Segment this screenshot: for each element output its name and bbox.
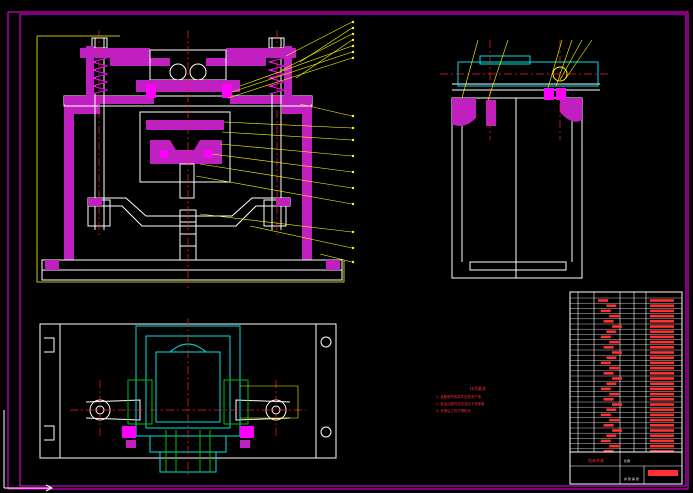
- bom-cell-mark: [650, 330, 674, 333]
- bom-cell-mark: [650, 424, 674, 427]
- bom-cell-mark: [612, 351, 622, 354]
- bom-cell-mark: [603, 398, 614, 401]
- bom-cell-mark: [598, 299, 608, 302]
- bom-cell-mark: [612, 429, 622, 432]
- parts-list-table[interactable]: [569, 291, 683, 485]
- side-view[interactable]: [440, 39, 610, 279]
- bom-cell-mark: [612, 403, 622, 406]
- technical-notes: 技术要求 1. 装配前所有零件应清洗干净 2. 各运动部件应灵活无卡滞现象 3.…: [436, 385, 486, 413]
- bom-cell-mark: [609, 392, 620, 396]
- bom-cell-mark: [650, 309, 674, 313]
- bom-cell-mark: [609, 444, 620, 448]
- bom-cell-mark: [650, 351, 674, 354]
- bom-cell-mark: [650, 356, 674, 359]
- sheet-label: 共 张 第 张: [624, 476, 639, 481]
- bom-cell-mark: [606, 330, 617, 333]
- title-block: 钻床夹具 比例 共 张 第 张: [569, 451, 683, 485]
- bom-cell-mark: [612, 377, 622, 380]
- bom-cell-mark: [650, 439, 674, 443]
- bom-cell-mark: [650, 444, 674, 448]
- bom-cell-mark: [609, 366, 620, 370]
- bom-cell-mark: [650, 346, 674, 349]
- bom-cell-mark: [600, 439, 611, 443]
- bom-cell-mark: [609, 418, 620, 422]
- bom-cell-mark: [650, 382, 674, 385]
- bom-cell-mark: [600, 335, 611, 339]
- bom-cell-mark: [612, 325, 622, 328]
- bom-cell-mark: [650, 398, 674, 401]
- bom-cell-mark: [650, 325, 674, 328]
- bom-cell-mark: [650, 335, 674, 339]
- bom-cell-mark: [606, 408, 617, 411]
- bom-cell-mark: [600, 387, 611, 391]
- ucs-axis-icon: [3, 410, 54, 492]
- bom-cell-mark: [650, 361, 674, 365]
- bom-cell-mark: [650, 434, 674, 437]
- bom-cell-mark: [650, 429, 674, 432]
- top-plan-view[interactable]: [39, 318, 337, 478]
- drawing-frame: [7, 11, 689, 490]
- notes-line-1: 1. 装配前所有零件应清洗干净: [436, 394, 482, 399]
- bom-cell-mark: [650, 320, 674, 323]
- part-leader-lines: [195, 21, 353, 263]
- bom-cell-mark: [650, 450, 674, 453]
- bom-cell-mark: [603, 450, 614, 453]
- bom-cell-mark: [603, 346, 614, 349]
- bom-cell-mark: [606, 304, 617, 307]
- scale-label: 比例: [624, 458, 630, 463]
- bom-cell-mark: [650, 377, 674, 380]
- bom-cell-mark: [650, 366, 674, 370]
- base-plate: [41, 259, 343, 271]
- bom-cell-mark: [650, 340, 674, 344]
- bom-cell-mark: [600, 309, 611, 313]
- notes-line-2: 2. 各运动部件应灵活无卡滞现象: [436, 401, 485, 406]
- bom-cell-mark: [603, 424, 614, 427]
- bom-cell-mark: [606, 356, 617, 359]
- bom-cell-mark: [650, 387, 674, 391]
- bom-cell-mark: [650, 372, 674, 375]
- bom-cell-mark: [600, 413, 611, 417]
- bom-cell-mark: [650, 403, 674, 406]
- workpiece-chamber: [139, 111, 231, 199]
- bom-cell-mark: [606, 382, 617, 385]
- bom-cell-mark: [650, 418, 674, 422]
- bom-cell-mark: [650, 299, 674, 302]
- bom-cell-mark: [600, 361, 611, 365]
- drawing-name: 钻床夹具: [588, 457, 604, 463]
- notes-line-3: 3. 夹紧后工件不得松动: [436, 408, 471, 413]
- bom-cell-mark: [609, 314, 620, 318]
- bom-cell-mark: [603, 320, 614, 323]
- bom-cell-mark: [650, 304, 674, 307]
- bom-cell-mark: [609, 340, 620, 344]
- bom-cell-mark: [606, 434, 617, 437]
- bom-cell-mark: [650, 413, 674, 417]
- bom-cell-mark: [603, 372, 614, 375]
- front-section-view[interactable]: [36, 20, 355, 288]
- bom-cell-mark: [650, 408, 674, 411]
- bom-cell-mark: [650, 314, 674, 318]
- bom-cell-mark: [650, 392, 674, 396]
- notes-heading: 技术要求: [470, 385, 486, 391]
